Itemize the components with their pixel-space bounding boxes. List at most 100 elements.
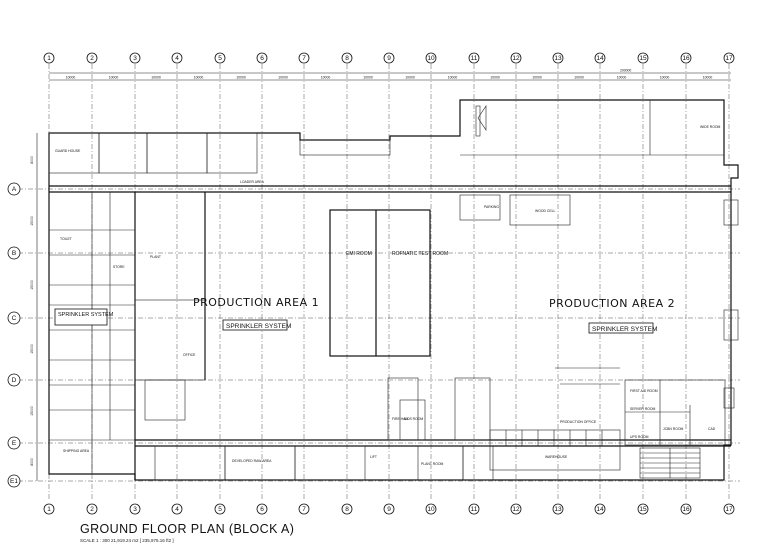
grid-bubbles: 1122334455667788991010111112121313141415… (7, 52, 735, 515)
grid-label-col-5: 5 (218, 55, 222, 62)
bay-dimension-13: 10000 (574, 76, 584, 80)
production-area-1-label: PRODUCTION AREA 1 (193, 296, 319, 309)
grid-bubble-col-13 (552, 503, 564, 515)
grid-bubble-col-6 (256, 52, 268, 64)
sprinkler-3-box (54, 308, 108, 326)
bay-dimension-9: 10000 (405, 76, 415, 80)
grid-label-col-16: 16 (682, 506, 690, 513)
grid-bubble-col-16 (680, 52, 692, 64)
plant-room-label: PLANT ROOM (421, 462, 444, 466)
fire-hall-label: FIRE HALL (392, 417, 409, 421)
store-label: STORE (113, 265, 125, 269)
grid-label-row-B: B (12, 250, 16, 257)
grid-bubble-col-5 (214, 503, 226, 515)
developed-label: DEVELOPED RAW AREA (232, 459, 272, 463)
grid-bubble-col-17 (723, 52, 735, 64)
grid-label-col-8: 8 (345, 55, 349, 62)
grid-bubble-col-1 (43, 503, 55, 515)
sprinkler-3-label: SPRINKLER SYSTEM (58, 312, 114, 318)
bay-dimension-2: 10000 (109, 76, 119, 80)
grid-bubble-col-4 (171, 52, 183, 64)
grid-label-col-11: 11 (471, 55, 478, 62)
cad-label: CAD (708, 427, 716, 431)
grid-label-col-3: 3 (133, 506, 137, 513)
grid-bubble-row-B (7, 246, 21, 260)
grid-bubble-col-10 (425, 503, 437, 515)
grid-lines (8, 64, 740, 500)
loader-area-label: LOADER AREA (240, 180, 265, 184)
wood-cell-label: WOOD CELL (535, 209, 555, 213)
grid-label-col-8: 8 (345, 506, 349, 513)
grid-bubble-col-15 (637, 52, 649, 64)
grid-label-col-4: 4 (175, 55, 179, 62)
row-dimension-6: 8000 (30, 458, 34, 466)
grid-label-col-7: 7 (302, 506, 306, 513)
bay-dimension-8: 10000 (363, 76, 373, 80)
grid-label-col-12: 12 (512, 55, 520, 62)
grid-bubble-col-8 (341, 503, 353, 515)
grid-bubble-col-8 (341, 52, 353, 64)
grid-bubble-col-5 (214, 52, 226, 64)
sprinkler-1-label: SPRINKLER SYSTEM (226, 323, 291, 330)
grid-bubble-row-D (7, 373, 21, 387)
stairs (639, 447, 701, 479)
production-office-label: PRODUCTION OFFICE (560, 420, 597, 424)
grid-label-col-4: 4 (175, 506, 179, 513)
grid-label-row-D: D (12, 377, 17, 384)
grid-bubble-col-2 (86, 503, 98, 515)
grid-bubble-col-7 (298, 52, 310, 64)
scale-note: SCALE 1 : 300 21,919.24 m2 [ 235,975.16 … (80, 538, 174, 543)
office-label: OFFICE (183, 353, 196, 357)
bay-dimension-12: 10000 (532, 76, 542, 80)
grid-label-col-14: 14 (596, 506, 604, 513)
grid-label-col-6: 6 (260, 506, 264, 513)
grid-bubble-col-12 (510, 52, 522, 64)
grid-bubble-col-10 (425, 52, 437, 64)
grid-bubble-col-3 (129, 503, 141, 515)
grid-label-col-6: 6 (260, 55, 264, 62)
grid-bubble-row-E1 (7, 474, 21, 488)
plant-label: PLANT (150, 255, 161, 259)
row-dimension-5: 15000 (30, 406, 34, 416)
grid-label-col-10: 10 (427, 506, 435, 513)
emi-room-label: EMI ROOM (346, 251, 372, 257)
grid-label-col-9: 9 (387, 506, 391, 513)
sprinkler-1-box (222, 319, 288, 331)
grid-label-row-A: A (12, 186, 17, 193)
bay-dimension-6: 10000 (278, 76, 288, 80)
shipping-label: SHIPPING AREA (63, 449, 90, 453)
bay-dimension-16: 10000 (703, 76, 713, 80)
bay-dimension-3: 10000 (151, 76, 161, 80)
grid-label-col-1: 1 (47, 506, 51, 513)
grid-bubble-col-15 (637, 503, 649, 515)
sprinkler-2-box (588, 322, 654, 334)
first-aid-label: FIRST AID ROOM (630, 389, 658, 393)
grid-label-col-12: 12 (512, 506, 520, 513)
guard-house-label: GUARD HOUSE (55, 149, 81, 153)
grid-label-col-9: 9 (387, 55, 391, 62)
production-area-2-label: PRODUCTION AREA 2 (549, 297, 675, 310)
toilet-label: TOILET (60, 237, 72, 241)
row-dimension-2: 15000 (30, 216, 34, 226)
grid-bubble-col-6 (256, 503, 268, 515)
bay-dimension-4: 10000 (194, 76, 204, 80)
grid-label-col-7: 7 (302, 55, 306, 62)
lift-label: LIFT (370, 455, 377, 459)
grid-bubble-row-E (7, 436, 21, 450)
rf-test-room-label: ROFNATIC TEST ROOM (392, 251, 448, 257)
grid-bubble-col-9 (383, 503, 395, 515)
wide-room-label: WIDE ROOM (700, 125, 721, 129)
grid-bubble-col-7 (298, 503, 310, 515)
drawing-title: GROUND FLOOR PLAN (BLOCK A) (80, 522, 295, 536)
grid-label-col-15: 15 (639, 506, 647, 513)
ups-room-label: UPS ROOM (630, 435, 649, 439)
grid-bubble-col-11 (468, 503, 480, 515)
bay-dimension-10: 10000 (448, 76, 458, 80)
grid-label-col-17: 17 (725, 506, 733, 513)
row-dimension-4: 15000 (30, 344, 34, 354)
parking-label: PARKING (484, 205, 499, 209)
grid-bubble-col-11 (468, 52, 480, 64)
grid-bubble-col-17 (723, 503, 735, 515)
grid-label-col-10: 10 (427, 55, 435, 62)
